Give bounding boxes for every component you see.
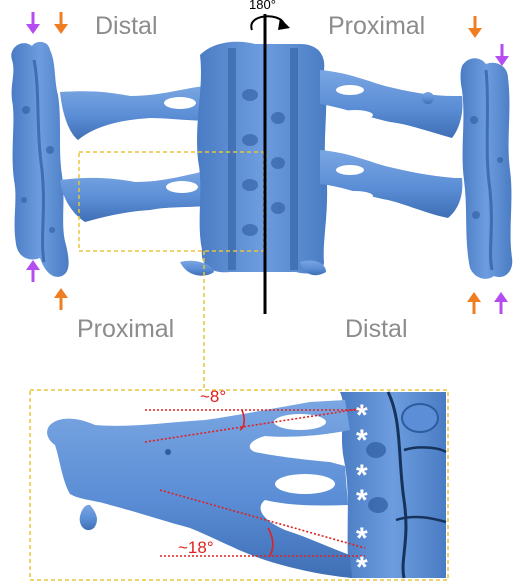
- rotation-arrow-icon: [251, 16, 290, 30]
- right-rod: [461, 58, 513, 279]
- right-spokes: [320, 70, 463, 218]
- asterisk-icon: *: [356, 484, 368, 517]
- left-spokes: [60, 86, 215, 222]
- angle-label-lower: ~18°: [178, 538, 214, 557]
- asterisk-markers: * * * * * *: [356, 399, 368, 583]
- density-map-top: [11, 42, 512, 279]
- asterisk-icon: *: [356, 424, 368, 457]
- inset-panel: [30, 390, 448, 580]
- asterisk-icon: *: [356, 551, 368, 583]
- left-rod: [11, 42, 68, 277]
- central-hub: [180, 42, 327, 276]
- angle-label-upper: ~8°: [200, 387, 226, 406]
